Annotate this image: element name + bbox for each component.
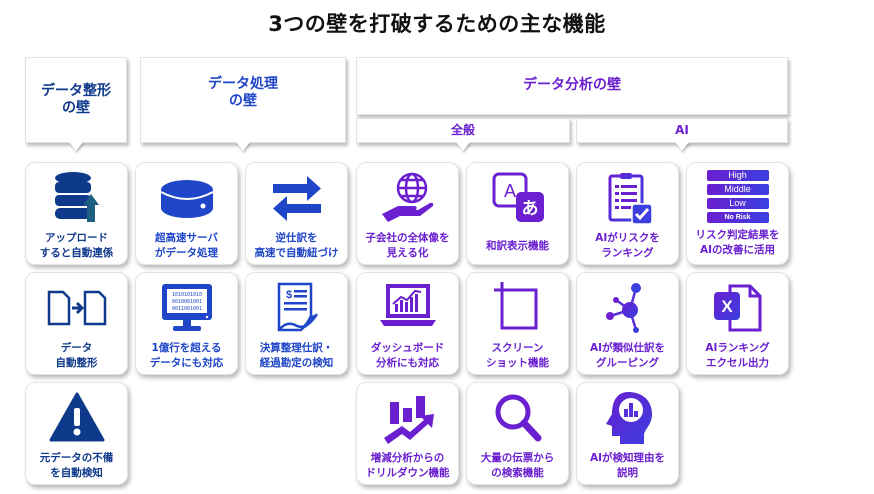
header-formatting-wall: データ整形 の壁	[25, 57, 127, 151]
tile-label: 子会社の全体像を 見える化	[365, 232, 450, 259]
tile-risk-feedback: High Middle Low No Risk リスク判定結果を AIの改善に活…	[686, 162, 789, 265]
tile-ai-ranking: AIがリスクを ランキング	[576, 162, 679, 265]
tile-translation: A あ 和訳表示機能	[466, 162, 569, 265]
tile-missing-detect: 元データの不備 を自動検知	[25, 382, 128, 485]
tile-label: スクリーン ショット機能	[486, 342, 549, 369]
risk-level-high: High	[706, 170, 769, 181]
tile-upload: アップロード すると自動連係	[25, 162, 128, 265]
tile-reverse-entry: 逆仕訳を 高速で自動紐づけ	[245, 162, 348, 265]
header-analysis-ai: AI	[576, 118, 788, 151]
database-upload-icon	[44, 169, 110, 227]
tile-ai-excel: X AIランキング エクセル出力	[686, 272, 789, 375]
magnifier-icon	[485, 389, 551, 447]
tile-label: 1億行を超える データにも対応	[149, 342, 224, 369]
tile-label: 元データの不備 を自動検知	[39, 452, 114, 479]
tile-label: データ 自動整形	[55, 342, 98, 369]
header-pointer	[456, 142, 470, 151]
monitor-binary-icon: 1010101010 0010001001 0011001001	[154, 279, 220, 337]
tile-label: 逆仕訳を 高速で自動紐づけ	[254, 232, 339, 259]
tile-search: 大量の伝票から の検索機能	[466, 382, 569, 485]
tile-label: ダッシュボード 分析にも対応	[370, 342, 445, 369]
crop-icon	[485, 279, 551, 337]
header-pointer	[236, 142, 250, 151]
tile-label: 増減分析からの ドリルダウン機能	[365, 452, 450, 479]
document-transform-icon	[44, 279, 110, 337]
network-nodes-icon	[595, 279, 661, 337]
header-processing-label: データ処理 の壁	[208, 75, 278, 110]
tile-label: AIがリスクを ランキング	[595, 232, 660, 259]
tile-label: アップロード すると自動連係	[39, 232, 114, 259]
header-formatting-label: データ整形 の壁	[41, 82, 111, 117]
tile-drilldown: 増減分析からの ドリルダウン機能	[356, 382, 459, 485]
header-processing-wall: データ処理 の壁	[140, 57, 346, 151]
tile-label: 決算整理仕訳・ 経過勘定の検知	[259, 342, 334, 369]
tile-subsidiary-view: 子会社の全体像を 見える化	[356, 162, 459, 265]
risk-level-middle: Middle	[706, 184, 769, 195]
swap-arrows-icon	[264, 169, 330, 227]
header-analysis-general: 全般	[356, 118, 570, 151]
tile-fast-server: 超高速サーバ がデータ処理	[135, 162, 238, 265]
svg-text:$: $	[286, 289, 292, 301]
svg-text:A: A	[503, 181, 515, 201]
tile-billion-rows: 1010101010 0010001001 0011001001 1億行を超える…	[135, 272, 238, 375]
svg-text:あ: あ	[521, 199, 538, 219]
translate-icon: A あ	[485, 169, 551, 227]
tile-screenshot: スクリーン ショット機能	[466, 272, 569, 375]
svg-text:X: X	[721, 297, 733, 316]
server-disk-icon	[154, 169, 220, 227]
trend-chart-icon	[375, 389, 441, 447]
tile-label: AIが検知理由を 説明	[589, 452, 666, 479]
header-analysis-wall: データ分析の壁	[356, 57, 788, 115]
tile-label: AIランキング エクセル出力	[705, 342, 770, 369]
header-ai-label: AI	[675, 123, 689, 137]
clipboard-check-icon	[595, 169, 661, 227]
excel-file-icon: X	[705, 279, 771, 337]
tile-label: 大量の伝票から の検索機能	[480, 452, 555, 479]
svg-text:0010001001: 0010001001	[171, 299, 201, 305]
dashboard-laptop-icon	[375, 279, 441, 337]
header-general-label: 全般	[450, 123, 475, 137]
tile-label: 和訳表示機能	[486, 240, 549, 252]
warning-icon	[44, 389, 110, 447]
risk-level-none: No Risk	[706, 212, 769, 223]
header-analysis-label: データ分析の壁	[523, 77, 621, 94]
risk-levels-icon: High Middle Low No Risk	[706, 170, 769, 223]
invoice-icon: $	[264, 279, 330, 337]
header-pointer	[675, 142, 689, 151]
tile-auto-format: データ 自動整形	[25, 272, 128, 375]
globe-hand-icon	[375, 169, 441, 227]
header-pointer	[69, 142, 83, 151]
svg-text:1010101010: 1010101010	[171, 292, 201, 298]
tile-label: リスク判定結果を AIの改善に活用	[695, 229, 780, 256]
tile-label: AIが類似仕訳を グルーピング	[589, 342, 666, 369]
tile-ai-explain: AIが検知理由を 説明	[576, 382, 679, 485]
svg-text:0011001001: 0011001001	[171, 306, 201, 312]
tile-ai-grouping: AIが類似仕訳を グルーピング	[576, 272, 679, 375]
page-title: 3つの壁を打破するための主な機能	[268, 12, 606, 36]
head-chart-icon	[595, 389, 661, 447]
tile-label: 超高速サーバ がデータ処理	[155, 232, 218, 259]
risk-level-low: Low	[706, 198, 769, 209]
tile-closing-entry: $ 決算整理仕訳・ 経過勘定の検知	[245, 272, 348, 375]
tile-dashboard: ダッシュボード 分析にも対応	[356, 272, 459, 375]
